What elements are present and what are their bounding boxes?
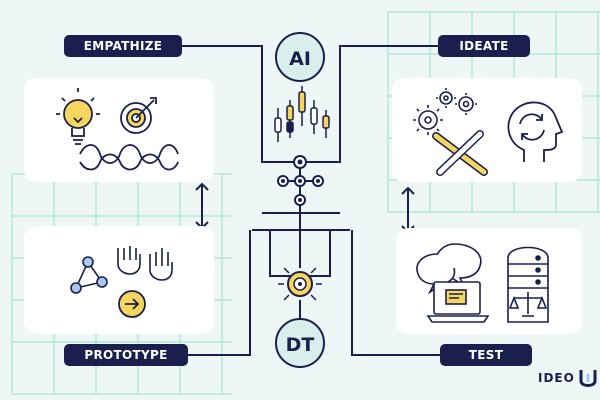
test-panel — [396, 228, 582, 334]
test-label: TEST — [440, 344, 532, 366]
hand-gestures-icon — [117, 246, 173, 281]
lightbulb-icon — [56, 88, 100, 145]
empathize-label: EMPATHIZE — [64, 35, 182, 57]
server-scale-icon — [507, 246, 549, 323]
laptop-icon — [426, 281, 490, 323]
arrow-circle-icon — [118, 290, 146, 318]
ai-badge: AI — [275, 32, 325, 82]
u-logo-icon — [579, 370, 597, 387]
prototype-label: PROTOTYPE — [64, 344, 188, 366]
gears-icon — [413, 88, 477, 135]
empathize-panel — [24, 78, 214, 182]
logo-text: IDEO — [538, 371, 575, 385]
network-nodes-icon — [70, 256, 108, 294]
prototype-panel — [24, 226, 214, 334]
head-refresh-icon — [507, 101, 564, 162]
wavy-line-icon — [79, 144, 179, 171]
target-icon — [120, 97, 157, 134]
dt-badge: DT — [275, 318, 325, 368]
ideate-label: IDEATE — [438, 35, 530, 57]
crossed-pencil-ruler-icon — [432, 130, 488, 176]
ideate-panel — [392, 78, 582, 182]
